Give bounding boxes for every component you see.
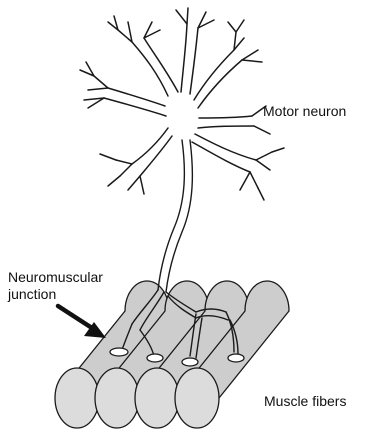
end-plate xyxy=(228,354,244,362)
end-plate xyxy=(182,358,198,366)
muscle-fibers xyxy=(55,281,289,428)
muscle-fibers-label: Muscle fibers xyxy=(264,393,346,410)
end-plate xyxy=(110,348,128,356)
motor-neuron-label: Motor neuron xyxy=(263,103,346,120)
end-plate xyxy=(147,354,163,362)
junction-arrow xyxy=(58,306,106,338)
neuromuscular-junction-label: Neuromuscular junction xyxy=(8,269,103,303)
dendrites xyxy=(80,8,284,200)
